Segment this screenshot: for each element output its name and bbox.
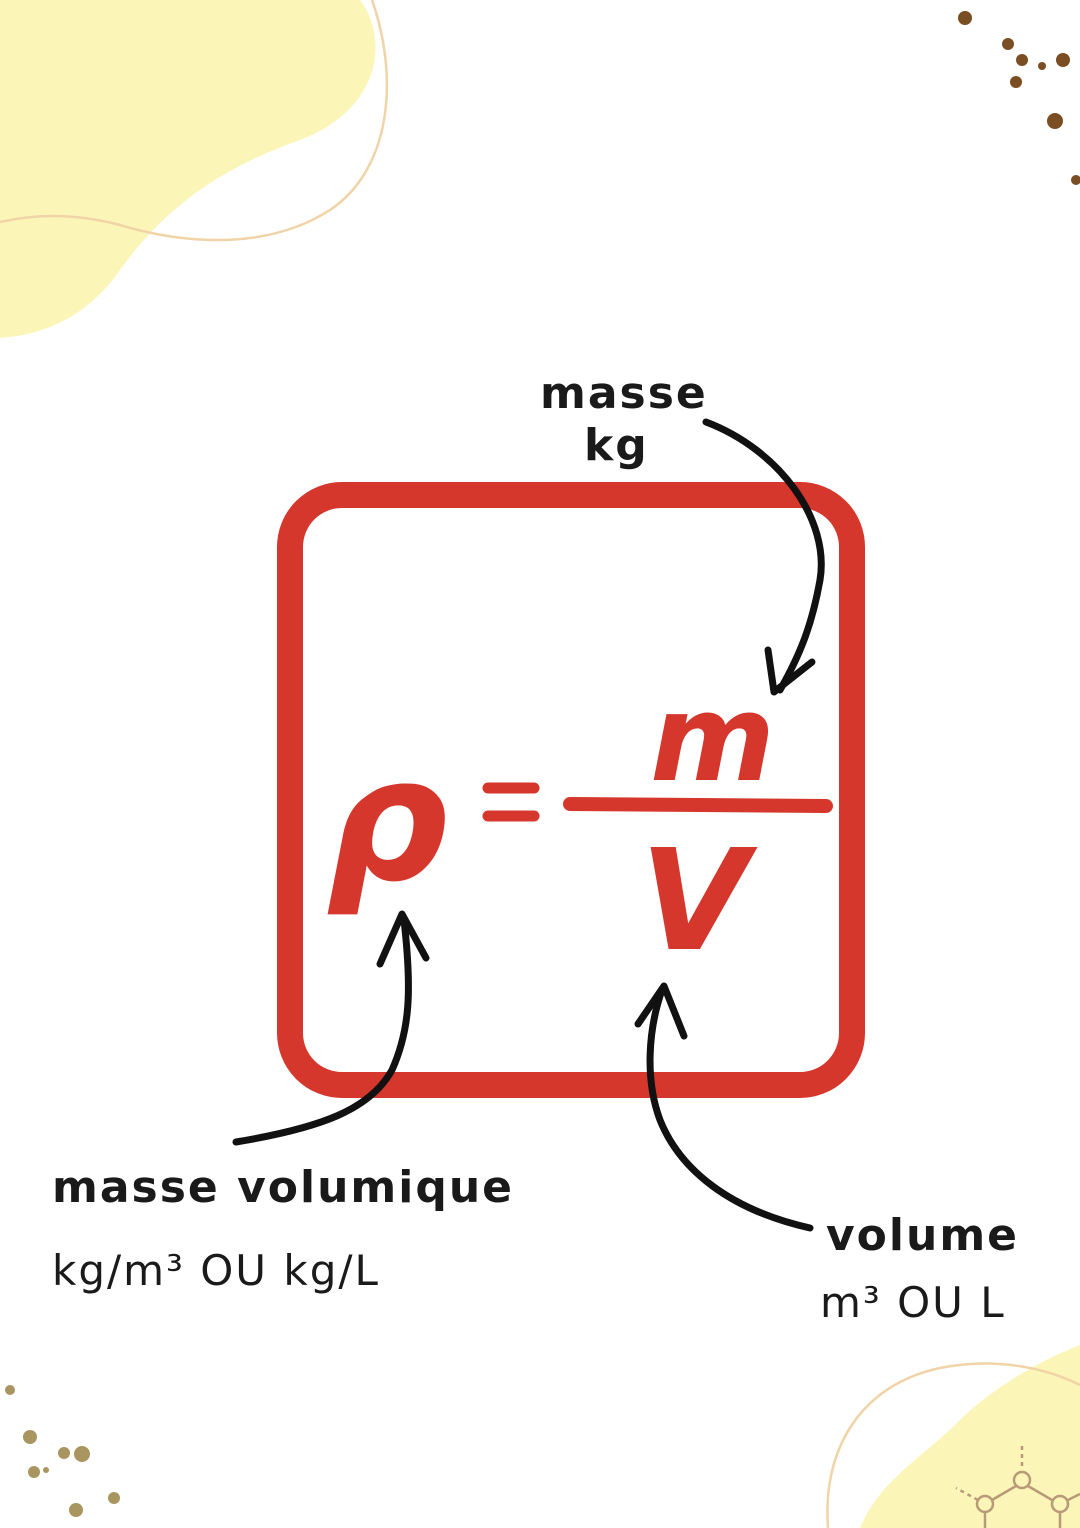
- equals-sign: [482, 782, 540, 822]
- mass-symbol: m: [650, 670, 776, 809]
- volume-unit-label: m³ OU L: [820, 1278, 1006, 1327]
- bottom-right-blob: [860, 1345, 1080, 1528]
- top-right-dots: [958, 11, 1080, 185]
- arrow-density: [232, 916, 412, 1146]
- density-label: masse volumique: [52, 1162, 514, 1213]
- arrow-mass-head: [764, 646, 816, 696]
- molecule-icon: [955, 1446, 1080, 1528]
- arrow-volume-head: [634, 982, 688, 1040]
- fraction-bar: [563, 797, 833, 813]
- mass-unit-label: kg: [584, 420, 649, 471]
- density-unit-label: kg/m³ OU kg/L: [52, 1246, 380, 1295]
- top-left-blob: [0, 0, 376, 338]
- arrow-mass: [702, 418, 825, 694]
- volume-symbol: V: [640, 820, 749, 983]
- arrow-volume: [646, 986, 814, 1232]
- volume-label: volume: [826, 1210, 1020, 1261]
- density-symbol: ρ: [326, 722, 448, 920]
- top-left-curve: [0, 0, 389, 242]
- formula-box: [277, 482, 865, 1098]
- bottom-left-dots: [5, 1385, 120, 1517]
- bottom-right-curve: [826, 1362, 1080, 1528]
- mass-label: masse: [540, 368, 708, 419]
- arrow-density-head: [376, 910, 430, 968]
